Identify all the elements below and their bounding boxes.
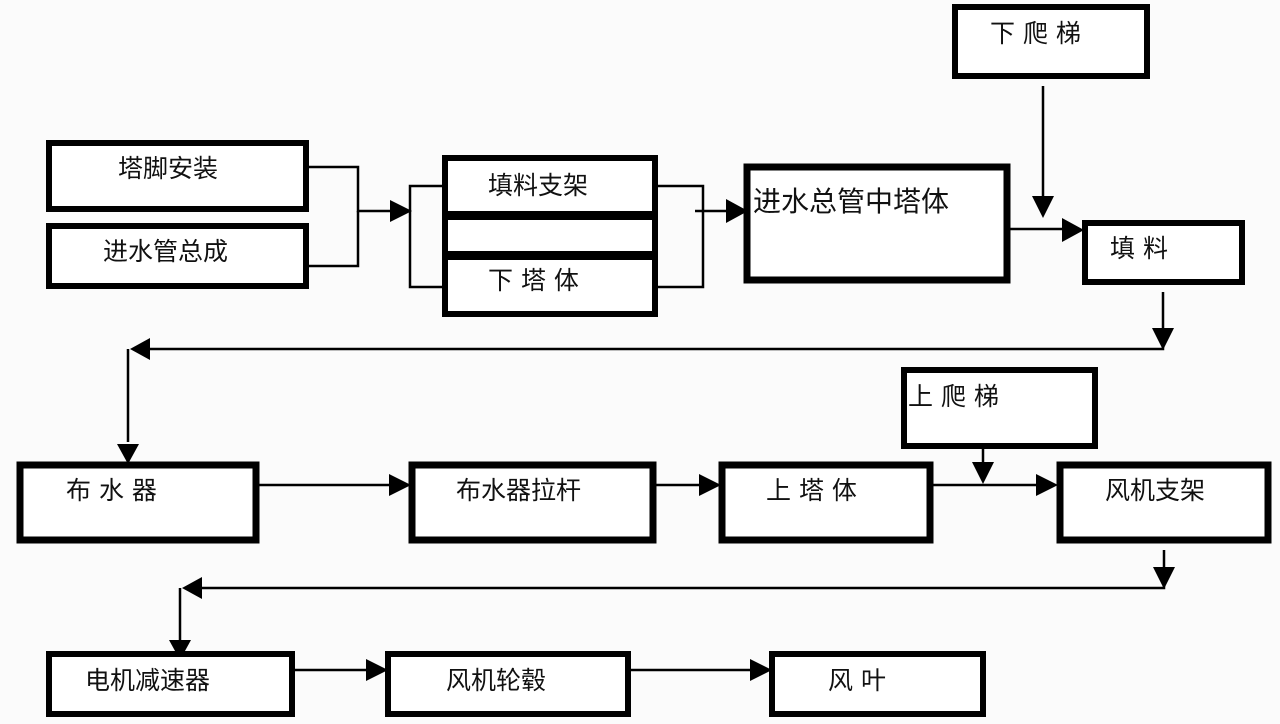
arrowhead bbox=[1062, 218, 1084, 242]
edge-fengji-zhijia-to-dianji bbox=[178, 550, 1166, 640]
node-dianji-jiansuqi: 电机减速器 bbox=[46, 651, 295, 717]
arrowhead bbox=[130, 338, 150, 360]
node-label: 下 塔 体 bbox=[488, 266, 579, 295]
node-label: 进水总管中塔体 bbox=[753, 185, 949, 218]
node-label: 塔脚安装 bbox=[118, 154, 218, 183]
node-jinshui-zhongta: 进水总管中塔体 bbox=[743, 163, 1011, 284]
arrowhead bbox=[750, 659, 772, 681]
node-label: 上 塔 体 bbox=[766, 476, 857, 505]
node-label: 上 爬 梯 bbox=[908, 382, 999, 411]
arrowhead bbox=[1153, 567, 1175, 589]
node-bushuiqi: 布 水 器 bbox=[16, 461, 260, 544]
arrowhead bbox=[366, 659, 388, 681]
group-right-bracket bbox=[656, 184, 730, 289]
arrowhead bbox=[1032, 196, 1054, 218]
node-label: 填 料 bbox=[1110, 234, 1168, 263]
arrowhead bbox=[390, 200, 412, 222]
node-shang-tati: 上 塔 体 bbox=[718, 461, 934, 544]
arrowhead bbox=[1152, 328, 1174, 350]
node-label: 下 爬 梯 bbox=[990, 19, 1081, 48]
arrowhead bbox=[699, 474, 721, 496]
node-label: 风 叶 bbox=[828, 666, 886, 695]
node-label: 进水管总成 bbox=[103, 237, 228, 266]
node-tianliao: 填 料 bbox=[1082, 220, 1245, 285]
node-fengji-lungu: 风机轮毂 bbox=[385, 651, 631, 717]
edge-tajiao-to-group bbox=[308, 165, 394, 213]
arrowhead bbox=[389, 474, 411, 496]
node-tajiao: 塔脚安装 bbox=[46, 140, 309, 212]
node-fengji-zhijia: 风机支架 bbox=[1056, 461, 1272, 544]
node-xia-pati: 下 爬 梯 bbox=[952, 4, 1150, 79]
node-blank-middle bbox=[442, 214, 658, 257]
node-tianliao-zhijia: 填料支架 bbox=[442, 155, 658, 217]
node-label: 布 水 器 bbox=[66, 476, 157, 505]
arrowhead bbox=[182, 577, 202, 599]
node-shang-pati: 上 爬 梯 bbox=[901, 367, 1098, 449]
arrowhead bbox=[1036, 474, 1058, 496]
node-label: 布水器拉杆 bbox=[456, 476, 581, 505]
arrowhead bbox=[972, 462, 994, 484]
node-label: 风机轮毂 bbox=[446, 666, 546, 695]
node-label: 填料支架 bbox=[488, 171, 588, 200]
node-fengye: 风 叶 bbox=[769, 651, 986, 717]
node-xia-tati: 下 塔 体 bbox=[442, 254, 658, 317]
node-bushuiqi-lagan: 布水器拉杆 bbox=[408, 461, 657, 544]
arrowhead bbox=[117, 444, 139, 464]
arrowhead bbox=[169, 640, 191, 660]
arrowhead bbox=[726, 199, 748, 223]
node-jinshuiguan: 进水管总成 bbox=[46, 223, 309, 289]
node-label: 风机支架 bbox=[1105, 476, 1205, 505]
node-label: 电机减速器 bbox=[85, 666, 210, 695]
group-left-bracket bbox=[408, 184, 444, 289]
edge-jinshuiguan-to-group bbox=[308, 211, 360, 268]
